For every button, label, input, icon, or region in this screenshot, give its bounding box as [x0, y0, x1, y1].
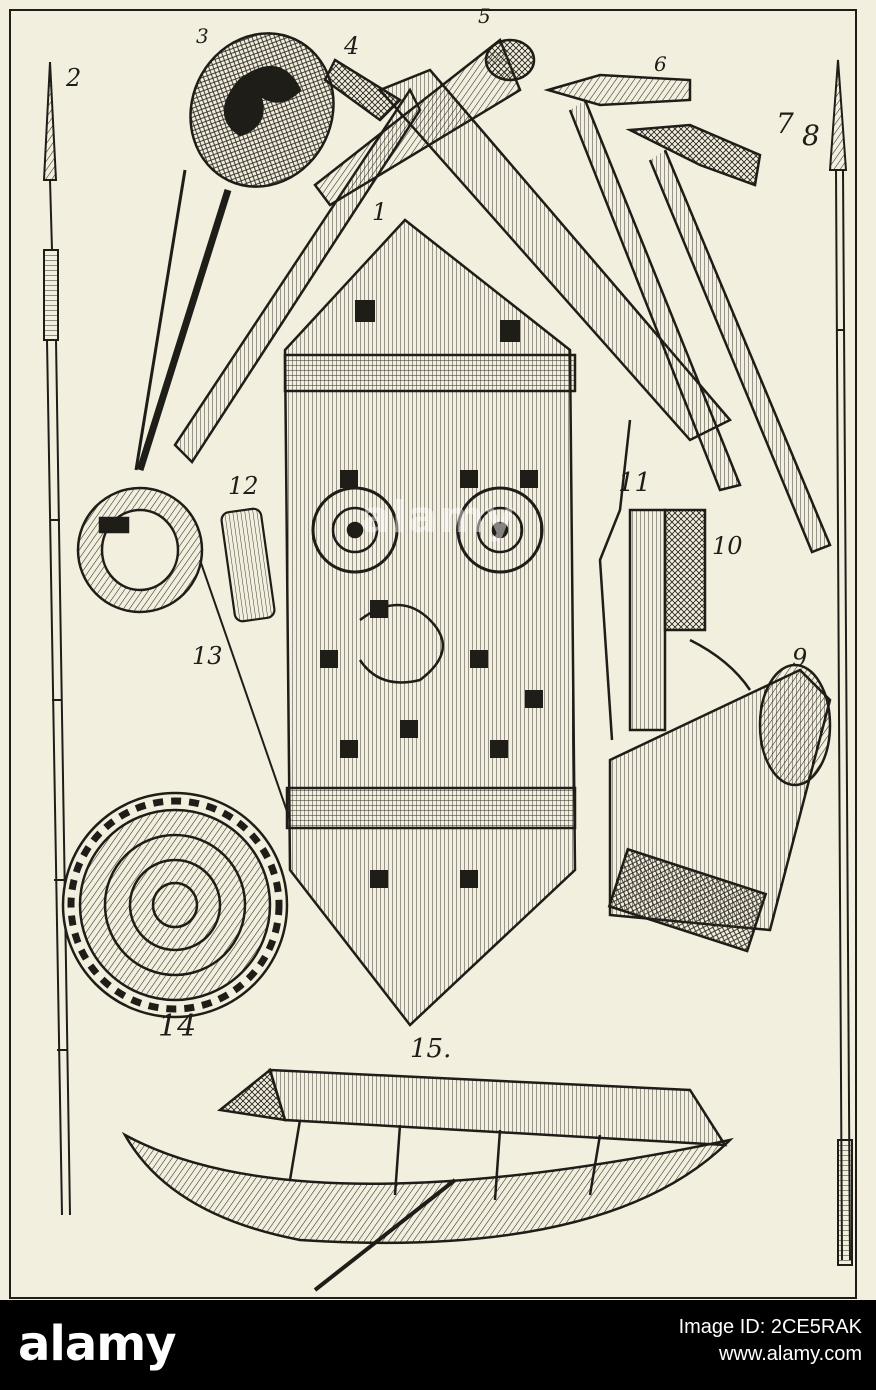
stock-footer: alamy Image ID: 2CE5RAK www.alamy.com [0, 1300, 876, 1390]
engraved-plate: 1 2 3 4 5 6 7 8 9 10 11 12 13 14 15. ala… [0, 0, 876, 1300]
spear-right [828, 59, 853, 1266]
sheathed-tool [628, 508, 707, 732]
crossed-swords [173, 37, 732, 464]
basket [607, 638, 832, 953]
knife [598, 419, 632, 741]
figure-number-8: 8 [802, 119, 820, 152]
figure-number-11: 11 [618, 468, 652, 498]
figure-number-12: 12 [228, 472, 259, 500]
image-id: Image ID: 2CE5RAK [678, 1316, 862, 1338]
drum-instrument [76, 486, 291, 821]
footer-logo[interactable]: alamy [18, 1316, 177, 1372]
figure-number-3: 3 [196, 24, 209, 48]
figure-number-7: 7 [776, 107, 794, 140]
figure-number-9: 9 [792, 644, 808, 672]
carved-paddle [134, 32, 335, 472]
engraving-illustration [9, 9, 857, 1299]
adzes [543, 73, 832, 554]
spear-left [42, 61, 71, 1216]
woven-hat [61, 791, 289, 1019]
footer-info: Image ID: 2CE5RAK www.alamy.com [679, 1314, 862, 1368]
covered-boat [121, 1067, 734, 1292]
footer-url[interactable]: www.alamy.com [719, 1343, 862, 1365]
figure-number-2: 2 [66, 64, 82, 92]
figure-number-5: 5 [478, 4, 491, 28]
figure-number-13: 13 [192, 642, 223, 670]
small-cylinder [220, 507, 276, 623]
figure-number-10: 10 [712, 532, 743, 560]
figure-number-1: 1 [372, 198, 388, 226]
painted-shield [283, 218, 577, 1027]
figure-number-14: 14 [158, 1009, 197, 1044]
watermark: alamy [361, 492, 515, 543]
figure-number-15: 15. [410, 1034, 452, 1064]
figure-number-4: 4 [344, 32, 360, 60]
figure-number-6: 6 [654, 52, 667, 76]
